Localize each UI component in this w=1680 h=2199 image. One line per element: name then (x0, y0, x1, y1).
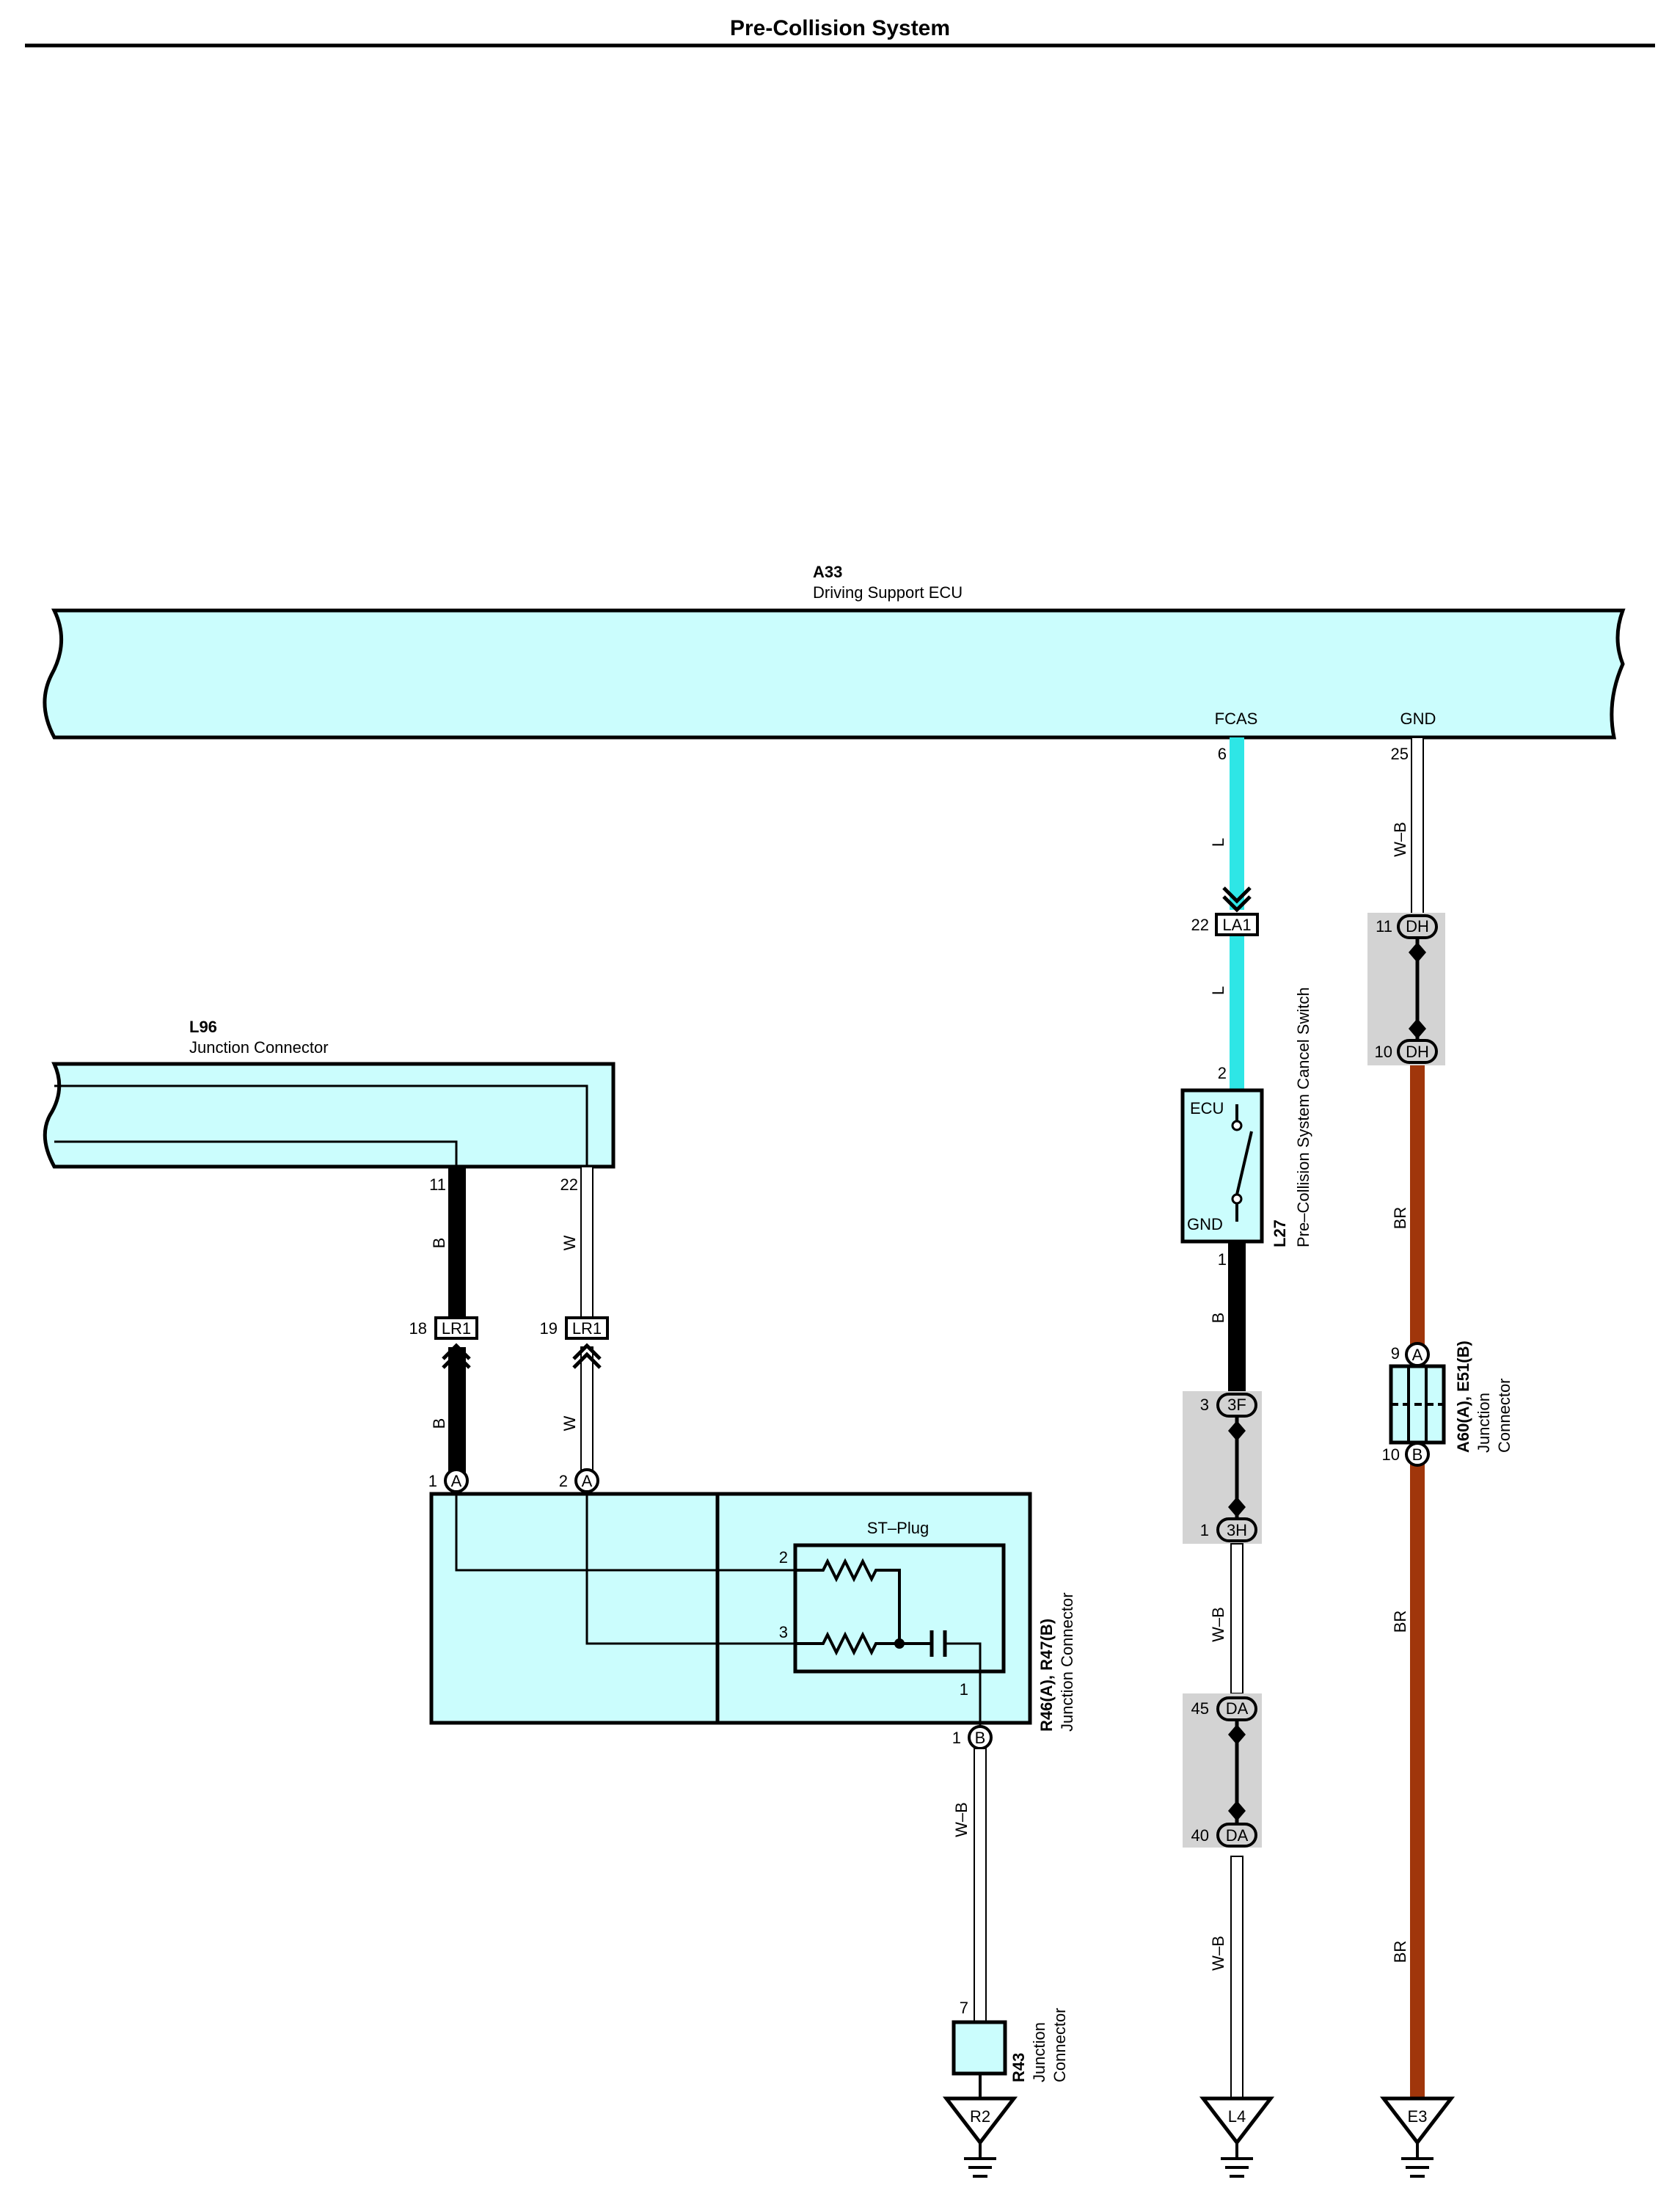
ground-l4-label: L4 (1228, 2107, 1246, 2126)
st-plug-pin3: 3 (779, 1623, 788, 1641)
st-plug-pin1: 1 (960, 1680, 968, 1699)
l96-name: Junction Connector (189, 1038, 329, 1057)
wire-label-wb-gnd: W–B (1391, 822, 1409, 857)
switch-l27: 2 ECU GND 1 L27 Pre–Collision System Can… (1180, 987, 1312, 1269)
a60-pin-b: 10 (1382, 1445, 1400, 1464)
wire-b-l96 (448, 1167, 466, 1481)
wire-wb-r43 (974, 1748, 987, 2022)
ground-e3: E3 (1379, 2096, 1456, 2178)
r43-name1: Junction (1030, 2022, 1048, 2082)
ground-l4: L4 (1199, 2096, 1275, 2178)
la1-pin: 22 (1191, 916, 1209, 934)
a60-code: A60(A), E51(B) (1454, 1341, 1472, 1453)
l27-ecu-label: ECU (1190, 1099, 1224, 1117)
ecu-pin-fcas: 6 (1218, 745, 1227, 763)
r46-code: R46(A), R47(B) (1037, 1619, 1056, 1732)
a60-name1: Junction (1475, 1393, 1493, 1453)
lr1-left-pin: 18 (409, 1319, 427, 1338)
wire-label-br-3: BR (1391, 1941, 1409, 1963)
da-top-pin: 45 (1191, 1699, 1209, 1718)
l96-pin-b: 11 (429, 1175, 446, 1194)
l27-code: L27 (1271, 1219, 1289, 1247)
ecu-a33: A33 Driving Support ECU FCAS GND 6 25 (43, 563, 1626, 763)
ecu-name: Driving Support ECU (813, 583, 963, 602)
wire-label-w-l96: W (560, 1235, 579, 1250)
lr1-left-label: LR1 (442, 1319, 471, 1338)
l27-gnd-label: GND (1187, 1215, 1223, 1233)
r46-name: Junction Connector (1058, 1592, 1076, 1732)
ecu-pin-gnd: 25 (1391, 745, 1409, 763)
ecu-code: A33 (813, 563, 842, 581)
da-bottom-label: DA (1226, 1826, 1249, 1845)
f3-label: 3F (1227, 1396, 1246, 1414)
wire-wb-gnd (1411, 737, 1424, 923)
l27-name: Pre–Collision System Cancel Switch (1294, 987, 1312, 1247)
ground-e3-label: E3 (1408, 2107, 1428, 2126)
wire-label-br-1: BR (1391, 1207, 1409, 1230)
r46-conn-b: B (975, 1729, 986, 1747)
dh-bottom-label: DH (1406, 1043, 1429, 1061)
wire-label-wb-r43: W–B (952, 1802, 971, 1837)
r43-pin: 7 (960, 1999, 968, 2017)
r46-pin-a2: 2 (559, 1472, 568, 1490)
ground-r2-label: R2 (970, 2107, 990, 2126)
junction-l96: L96 Junction Connector 11 22 (43, 1018, 616, 1194)
junction-r43: 7 R43 Junction Connector (952, 1999, 1069, 2098)
wire-wb-l4 (1230, 1543, 1243, 2099)
da-bottom-pin: 40 (1191, 1826, 1209, 1845)
ecu-fcas-label: FCAS (1215, 710, 1258, 728)
h3-pin: 1 (1200, 1521, 1209, 1539)
r43-name2: Connector (1051, 2007, 1069, 2082)
ground-r2: R2 (942, 2096, 1018, 2178)
dh-top-pin: 11 (1376, 917, 1392, 936)
connector-da: DA 45 DA 40 (1183, 1693, 1262, 1848)
a60-conn-b: B (1412, 1445, 1423, 1464)
r43-code: R43 (1009, 2053, 1028, 2082)
a60-name2: Connector (1495, 1378, 1513, 1453)
lr1-right-label: LR1 (572, 1319, 602, 1338)
dh-bottom-pin: 10 (1375, 1043, 1392, 1061)
page-title: Pre-Collision System (730, 16, 950, 40)
wire-label-b-lower: B (430, 1418, 448, 1429)
wire-label-br-2: BR (1391, 1611, 1409, 1633)
a60-conn-a: A (1412, 1346, 1423, 1364)
l96-code: L96 (189, 1018, 217, 1036)
wire-label-wb-low: W–B (1209, 1936, 1227, 1971)
r46-conn-a2: A (582, 1472, 593, 1490)
wire-label-l-mid: L (1209, 986, 1227, 995)
da-top-label: DA (1226, 1699, 1249, 1718)
l96-pin-w: 22 (560, 1175, 578, 1194)
st-plug-pin2: 2 (779, 1548, 788, 1567)
wire-label-b-l96: B (430, 1238, 448, 1249)
connector-3f-3h: 3F 3 3H 1 (1183, 1391, 1262, 1544)
l27-pin-bottom: 1 (1218, 1250, 1227, 1269)
connector-la1: LA1 22 (1191, 886, 1259, 936)
la1-label: LA1 (1222, 916, 1251, 934)
h3-label: 3H (1227, 1521, 1247, 1539)
wire-l27-black (1228, 1241, 1246, 1409)
junction-a60-e51: A 9 B 10 A60(A), E51(B) Junction Connect… (1382, 1341, 1513, 1467)
lr1-right-pin: 19 (540, 1319, 558, 1338)
wire-fcas-blue (1230, 737, 1244, 1090)
wire-label-wb-mid: W–B (1209, 1607, 1227, 1642)
r46-pin-a1: 1 (428, 1472, 437, 1490)
ecu-gnd-label: GND (1400, 710, 1436, 728)
connector-dh: DH 11 DH 10 (1367, 913, 1445, 1065)
junction-r46-r47: A 1 A 2 ST–Plug 2 3 1 B 1 R46(A), R47(B)… (428, 1468, 1076, 1750)
dh-top-label: DH (1406, 917, 1429, 936)
r46-conn-a1: A (451, 1472, 462, 1490)
wire-br-gnd (1410, 1065, 1425, 2098)
r46-pin-b1: 1 (952, 1729, 961, 1747)
l27-pin-top: 2 (1218, 1064, 1227, 1082)
wire-label-w-lower: W (560, 1415, 579, 1431)
connector-lr1-left: LR1 18 (409, 1316, 478, 1369)
connector-lr1-right: LR1 19 (540, 1316, 609, 1369)
st-plug-label: ST–Plug (867, 1519, 929, 1537)
a60-pin-a: 9 (1391, 1344, 1400, 1363)
wire-label-l-top: L (1209, 838, 1227, 847)
f3-pin: 3 (1200, 1396, 1209, 1414)
wire-label-b-l27: B (1209, 1313, 1227, 1324)
